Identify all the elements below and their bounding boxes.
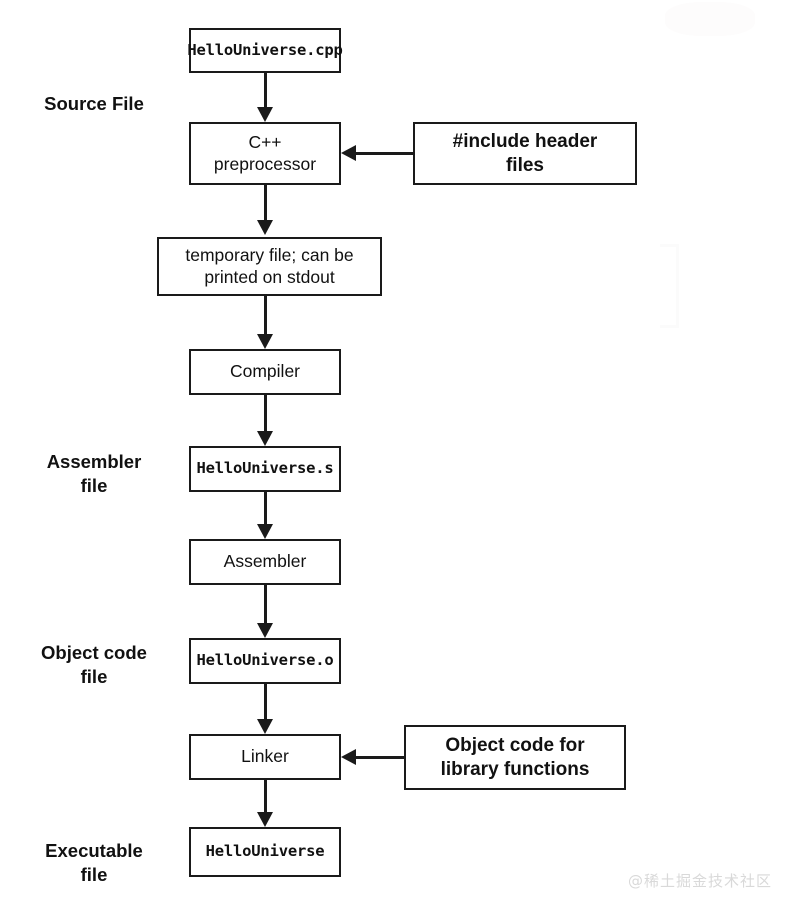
arrowhead-compiler-to-assembly [256, 431, 273, 446]
node-preprocessor-label: C++ preprocessor [213, 131, 317, 174]
node-object-file-label: HelloUniverse.o [196, 651, 334, 670]
ghost-watermark-bracket [660, 244, 679, 328]
arrowhead-linker-to-executable [256, 812, 273, 827]
connector-headers-to-preprocessor [356, 152, 413, 155]
connector-object-to-linker [263, 684, 267, 720]
arrowhead-source-to-preprocessor [256, 107, 273, 122]
node-assembler-label: Assembler [223, 551, 307, 572]
node-assembly-file-label: HelloUniverse.s [196, 459, 334, 478]
node-source-cpp-label: HelloUniverse.cpp [187, 40, 343, 59]
arrowhead-object-to-linker [256, 719, 273, 734]
node-include-headers-label: #include header files [452, 130, 598, 176]
node-compiler-label: Compiler [229, 361, 301, 382]
connector-linker-to-executable [263, 780, 267, 813]
node-assembler[interactable]: Assembler [189, 539, 341, 585]
arrowhead-preprocessor-to-temp [256, 220, 273, 235]
node-library-objects[interactable]: Object code for library functions [404, 725, 626, 790]
arrowhead-temp-to-compiler [256, 334, 273, 349]
connector-source-to-preprocessor [263, 73, 267, 108]
connector-assembler-to-object [263, 585, 267, 624]
ghost-watermark-top [665, 2, 755, 36]
stage-label-assembler-file: Assembler file [46, 451, 142, 497]
stage-label-object-code-file: Object code file [41, 642, 147, 688]
stage-label-executable-file: Executable file [45, 840, 143, 886]
stage-label-source-file: Source File [44, 93, 144, 114]
arrowhead-assembler-to-object [256, 623, 273, 638]
connector-preprocessor-to-temp [263, 185, 267, 221]
arrowhead-headers-to-preprocessor [341, 145, 356, 161]
arrowhead-assembly-to-assembler [256, 524, 273, 539]
node-temporary-file[interactable]: temporary file; can be printed on stdout [157, 237, 382, 296]
node-assembly-file[interactable]: HelloUniverse.s [189, 446, 341, 492]
node-preprocessor[interactable]: C++ preprocessor [189, 122, 341, 185]
connector-library-to-linker [356, 756, 404, 759]
connector-temp-to-compiler [263, 296, 267, 335]
node-object-file[interactable]: HelloUniverse.o [189, 638, 341, 684]
site-watermark: @稀土掘金技术社区 [627, 872, 772, 890]
node-executable-label: HelloUniverse [205, 842, 325, 861]
node-compiler[interactable]: Compiler [189, 349, 341, 395]
node-linker[interactable]: Linker [189, 734, 341, 780]
node-linker-label: Linker [241, 746, 289, 767]
node-include-headers[interactable]: #include header files [413, 122, 637, 185]
node-executable[interactable]: HelloUniverse [189, 827, 341, 877]
node-source-cpp[interactable]: HelloUniverse.cpp [187, 28, 343, 73]
node-temporary-file-label: temporary file; can be printed on stdout [185, 244, 354, 287]
connector-compiler-to-assembly [263, 395, 267, 432]
arrowhead-library-to-linker [341, 749, 356, 765]
connector-assembly-to-assembler [263, 492, 267, 525]
node-library-objects-label: Object code for library functions [440, 734, 590, 780]
